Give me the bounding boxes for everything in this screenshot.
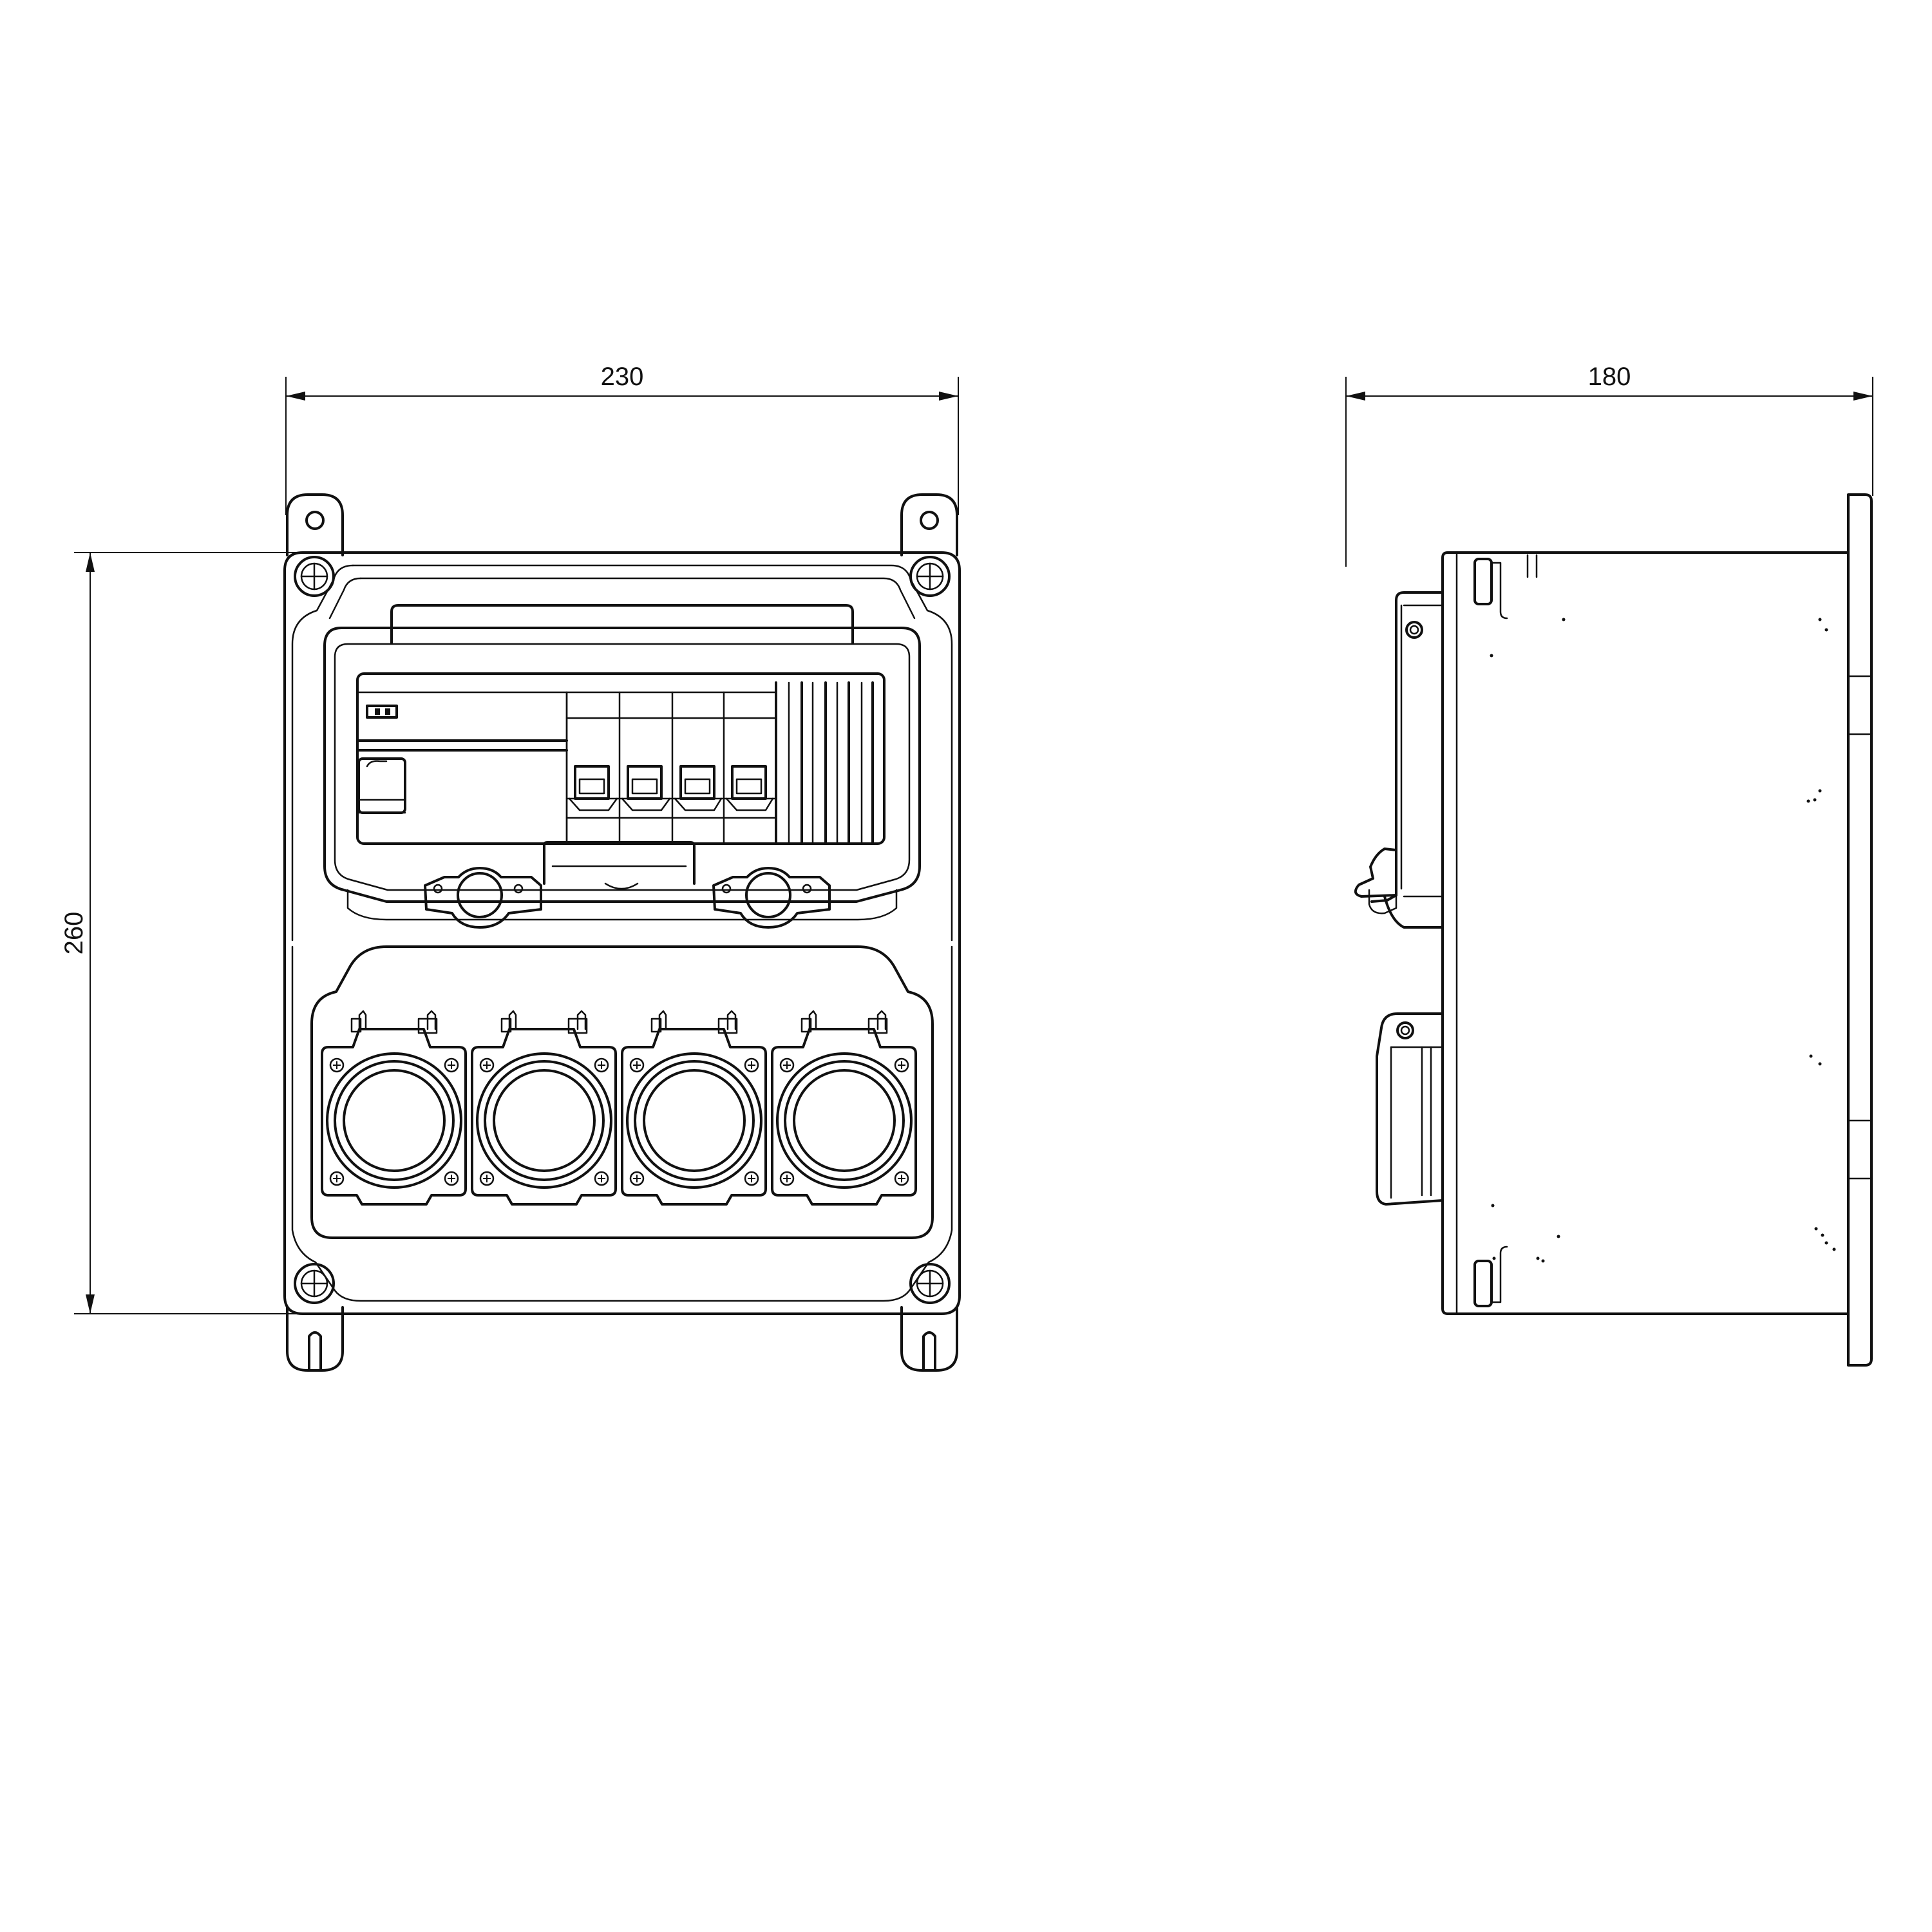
corner-screw-top-right <box>909 556 951 597</box>
mcb-switch-1[interactable] <box>568 765 618 811</box>
breaker-window-frame <box>323 604 921 921</box>
mounting-lug-bottom-left <box>286 1306 344 1372</box>
window-hinge-right[interactable] <box>712 867 831 929</box>
height-dimension-label: 260 <box>60 912 88 955</box>
socket-4[interactable] <box>771 1010 917 1206</box>
enclosure-outer <box>283 551 961 1315</box>
side-surface-marks <box>1490 618 1836 1263</box>
rcd-test-button[interactable] <box>357 757 406 814</box>
socket-3[interactable] <box>621 1010 767 1206</box>
width-dimension-label: 230 <box>601 363 644 391</box>
mcb-group <box>565 681 777 845</box>
socket-1[interactable] <box>321 1010 467 1206</box>
socket-2[interactable] <box>471 1010 617 1206</box>
width-dimension: 230 <box>285 363 959 515</box>
mounting-lug-bottom-right <box>900 1306 958 1372</box>
socket-lid-profile <box>1376 1012 1444 1206</box>
socket-panel <box>310 945 934 1239</box>
enclosure-side-body <box>1441 551 1850 1315</box>
window-hinge-left[interactable] <box>424 867 542 929</box>
front-view <box>283 493 961 1372</box>
mcb-switch-4[interactable] <box>725 765 774 811</box>
corner-screw-top-left <box>294 556 335 597</box>
mcb-switch-3[interactable] <box>674 765 723 811</box>
corner-screw-bottom-right <box>909 1263 951 1304</box>
rcd-device <box>356 691 568 845</box>
depth-dimension-label: 180 <box>1588 363 1631 391</box>
depth-dimension: 180 <box>1345 363 1873 567</box>
corner-screw-bottom-left <box>294 1263 335 1304</box>
mounting-plate <box>1847 493 1873 1367</box>
side-view <box>1354 493 1873 1367</box>
mounting-lug-top-right <box>900 493 958 556</box>
window-lid-profile <box>1354 591 1444 929</box>
mcb-switch-2[interactable] <box>621 765 671 811</box>
window-latch[interactable] <box>543 841 696 890</box>
mounting-lug-top-left <box>286 493 344 556</box>
blanking-plates <box>775 681 874 845</box>
height-dimension: 260 <box>60 552 303 1314</box>
